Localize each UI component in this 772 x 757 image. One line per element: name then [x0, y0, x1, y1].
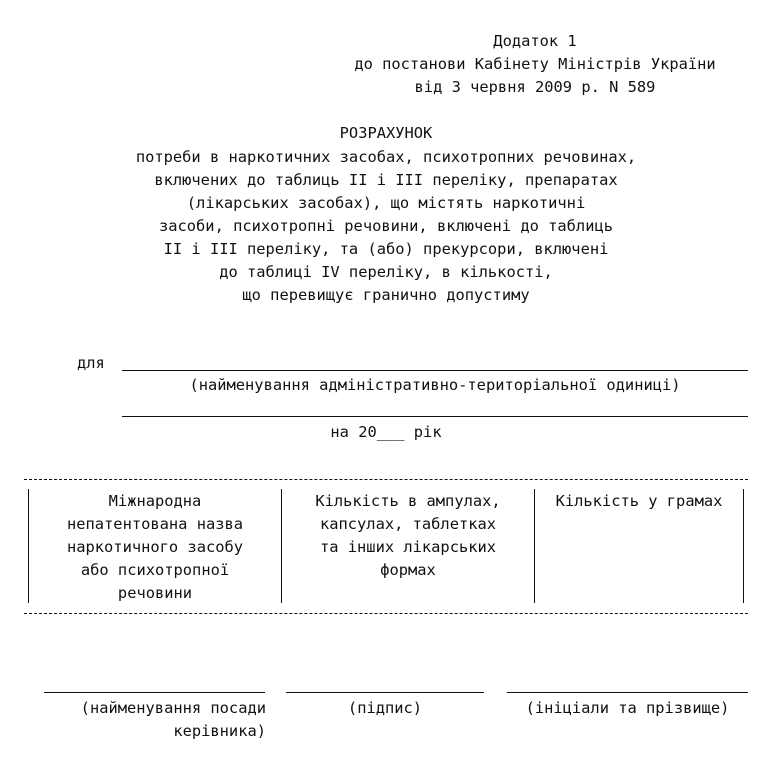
table-right-border [743, 489, 744, 603]
territory-name-field[interactable] [122, 370, 748, 371]
title-line-5: II і III переліку, та (або) прекурсори, … [163, 240, 609, 258]
col2-header-3: та інших лікарських [319, 538, 497, 556]
table-left-border [28, 489, 29, 603]
for-label: для [77, 354, 105, 372]
title-line-3: (лікарських засобах), що містять наркоти… [186, 194, 586, 212]
col2-header-1: Кількість в ампулах, [315, 492, 501, 510]
table-bottom-border [24, 613, 748, 614]
table-divider-1 [281, 489, 282, 603]
document-title: РОЗРАХУНОК [339, 124, 433, 142]
position-caption-1: (найменування посади [80, 699, 266, 717]
title-line-4: засоби, психотропні речовини, включені д… [158, 217, 614, 235]
year-line: на 20___ рік [330, 423, 442, 441]
table-divider-2 [534, 489, 535, 603]
title-line-6: до таблиці IV переліку, в кількості, [219, 263, 553, 281]
col1-header-3: наркотичного засобу [66, 538, 244, 556]
position-field[interactable] [44, 692, 265, 693]
table-top-border [24, 479, 748, 480]
title-line-2: включених до таблиць II і III переліку, … [154, 171, 618, 189]
title-line-7: що перевищує гранично допустиму [242, 286, 530, 304]
annex-number: Додаток 1 [493, 32, 577, 50]
col1-header-2: непатентована назва [66, 515, 244, 533]
name-field[interactable] [507, 692, 748, 693]
territory-name-field-2[interactable] [122, 416, 748, 417]
col3-header: Кількість у грамах [555, 492, 723, 510]
annex-date: від 3 червня 2009 р. N 589 [414, 78, 656, 96]
name-caption: (ініціали та прізвище) [525, 699, 730, 717]
signature-field[interactable] [286, 692, 484, 693]
col2-header-4: формах [380, 561, 436, 579]
col1-header-5: речовини [117, 584, 193, 602]
annex-resolution: до постанови Кабінету Міністрів України [354, 55, 716, 73]
col2-header-2: капсулах, таблетках [319, 515, 497, 533]
col1-header-4: або психотропної [80, 561, 230, 579]
col1-header-1: Міжнародна [108, 492, 202, 510]
signature-caption: (підпис) [347, 699, 423, 717]
title-line-1: потреби в наркотичних засобах, психотроп… [135, 148, 637, 166]
territory-caption: (найменування адміністративно-територіал… [189, 376, 681, 394]
position-caption-2: керівника) [173, 722, 266, 740]
